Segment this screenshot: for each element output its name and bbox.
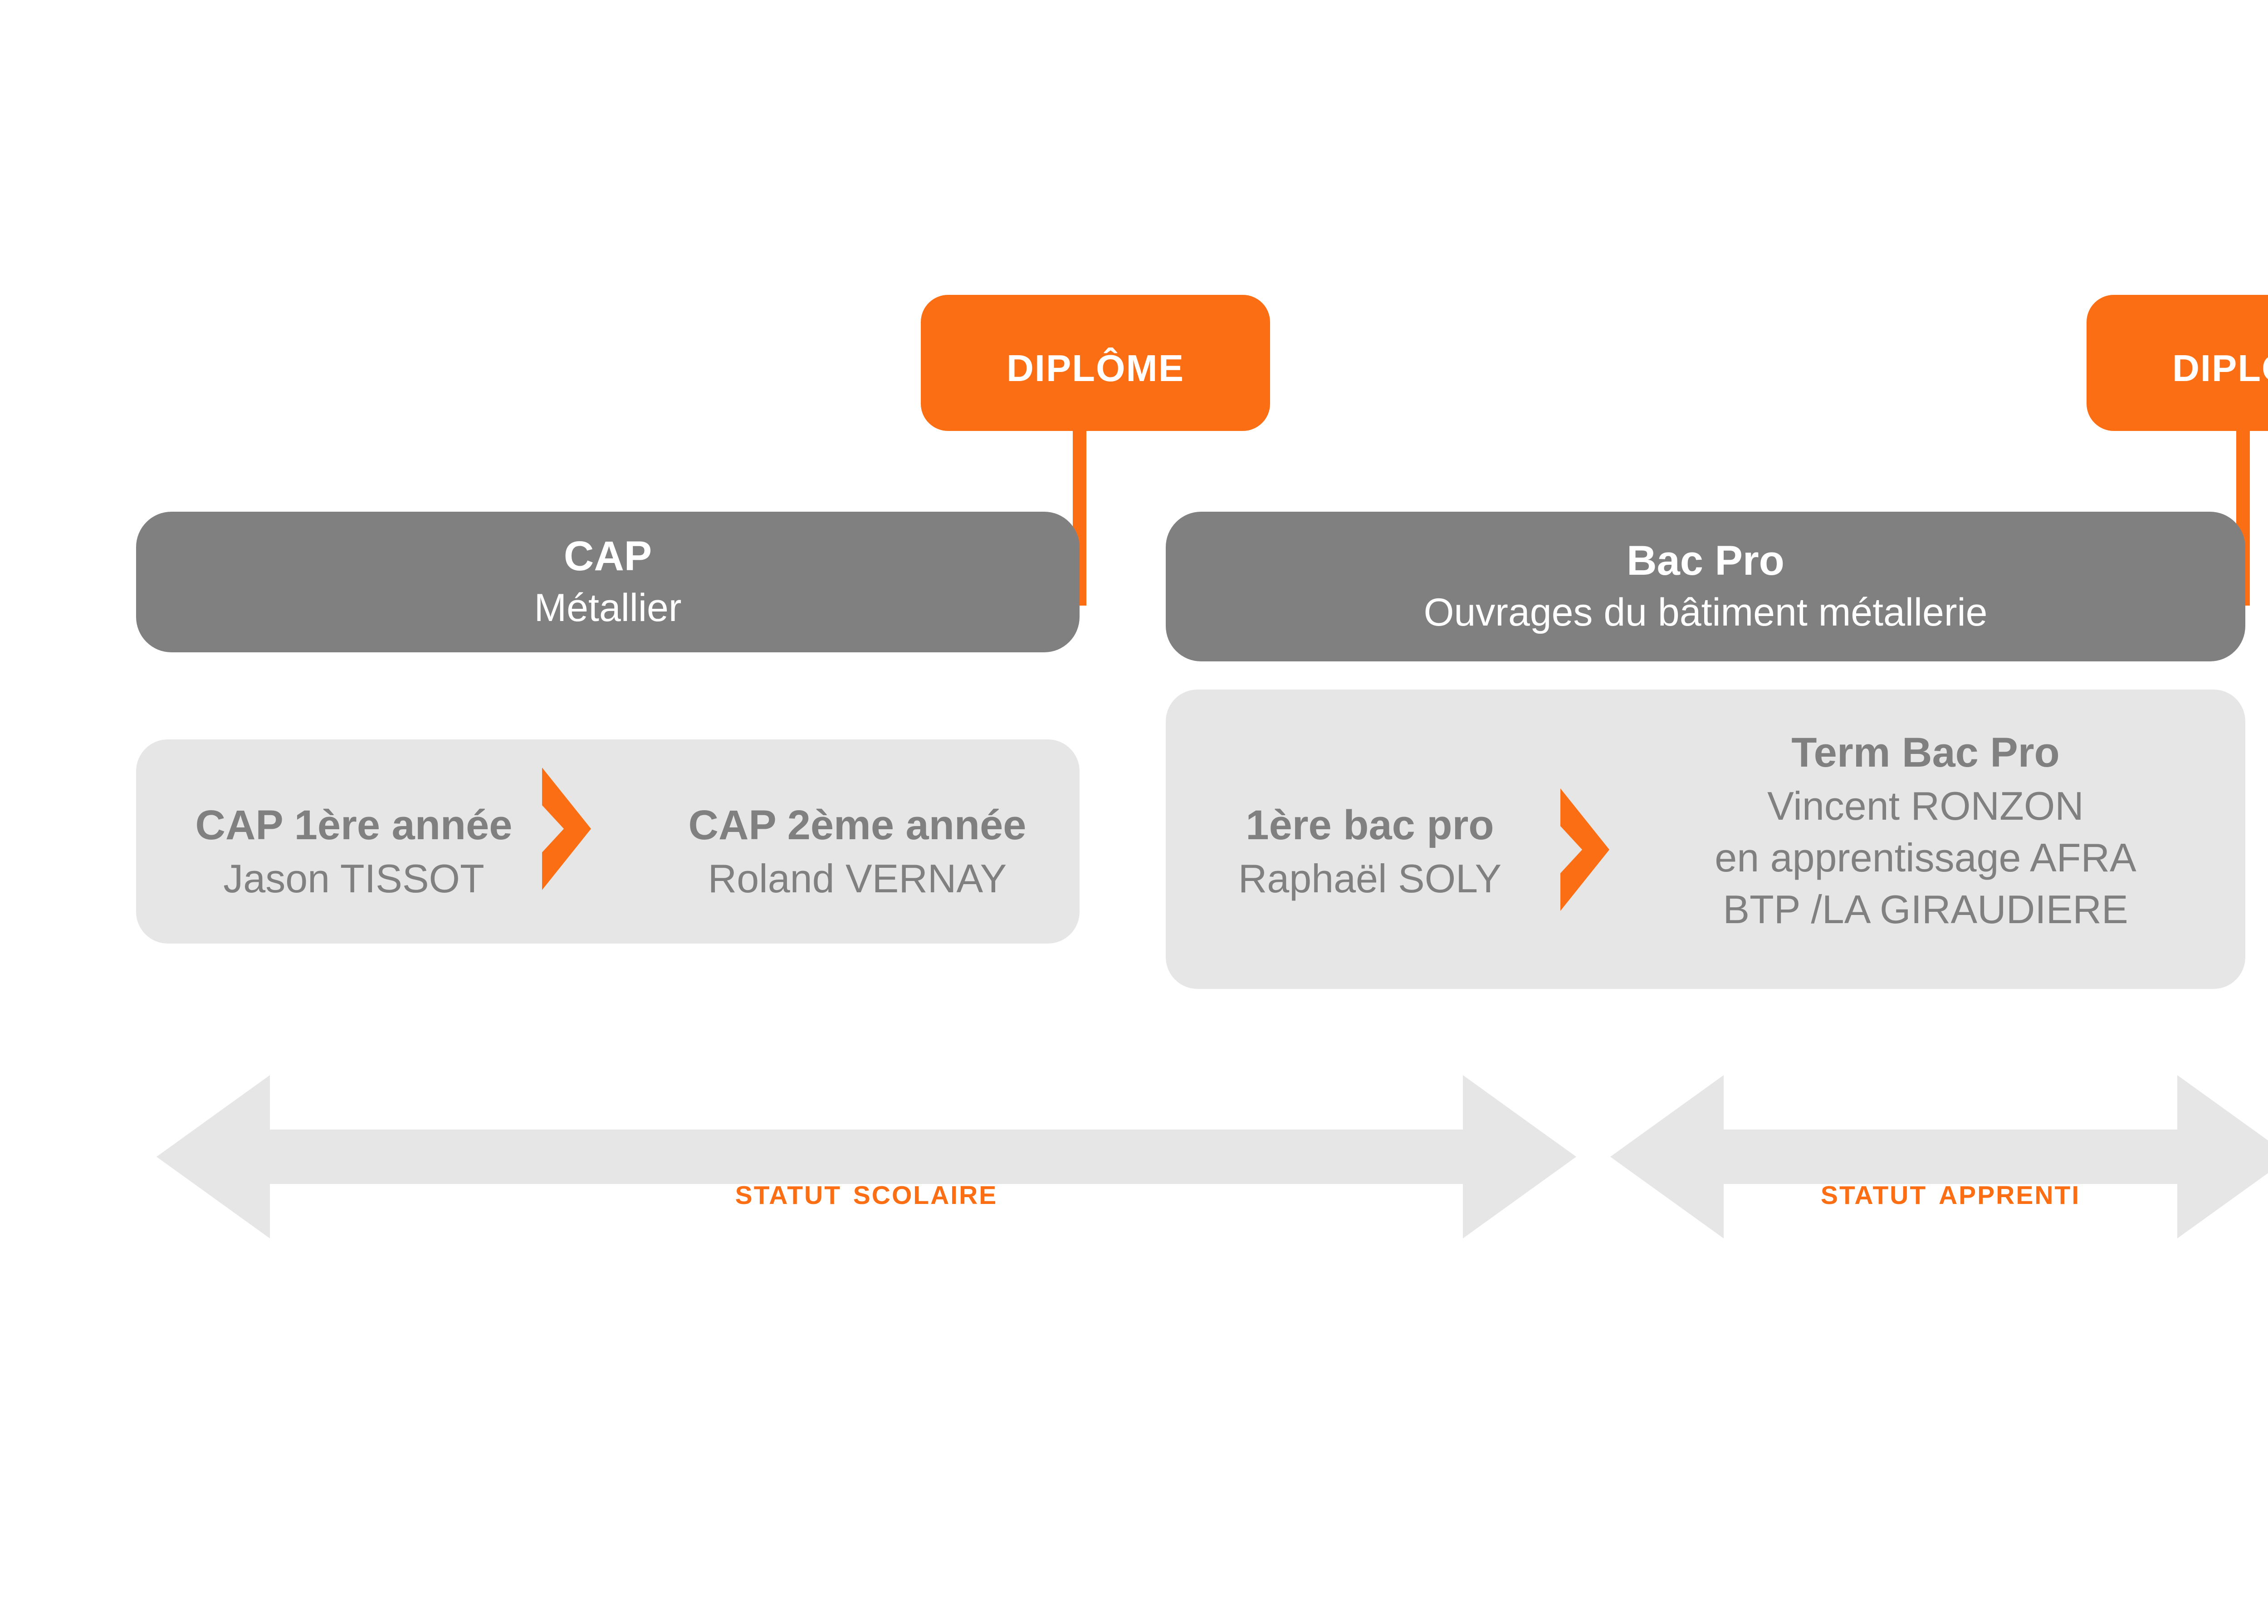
grade-bar-subtitle: Métallier: [534, 586, 682, 630]
chevron-right-icon-cap: [671, 1502, 767, 1624]
cohort-box-cap: CAP 1ère année Jason TISSOT CAP 2ème ann…: [136, 739, 1080, 944]
diploma-badge-cap: Diplôme: [921, 295, 1270, 431]
diploma-badge-label: Diplôme: [1006, 333, 1185, 393]
diploma-badge-bacpro: Diplôme: [2087, 295, 2268, 431]
status-band-label-apprenti: Statut apprenti: [1610, 1170, 2268, 1213]
cohort-cell-head: 1ère bac pro: [1246, 802, 1494, 848]
status-band-label-scolaire: Statut scolaire: [156, 1170, 1576, 1213]
status-label-text: Statut scolaire: [735, 1171, 998, 1212]
cohort-cell-bacpro-year1: 1ère bac pro Raphaël SOLY: [1184, 798, 1556, 905]
grade-bar-bacpro: Bac Pro Ouvrages du bâtiment métallerie: [1166, 512, 2245, 661]
diploma-badge-label: Diplôme: [2172, 333, 2268, 393]
cohort-cell-head: Term Bac Pro: [1791, 729, 2060, 776]
cohort-cell-detail-center: BTP /LA GIRAUDIERE: [1723, 887, 2128, 932]
cohort-cell-student: Jason TISSOT: [223, 856, 484, 901]
cohort-cell-student: Raphaël SOLY: [1238, 856, 1502, 901]
cohort-cell-bacpro-terminale: Term Bac Pro Vincent RONZON en apprentis…: [1624, 726, 2227, 936]
cohort-cell-head: CAP 1ère année: [195, 802, 513, 848]
pathway-diagram: Diplôme CAP Métallier CAP 1ère année Jas…: [136, 295, 2268, 1247]
grade-bar-title: Bac Pro: [1627, 537, 1784, 584]
cohort-cell-detail-apprenticeship: en apprentissage AFRA: [1715, 835, 2136, 880]
chevron-right-icon-cap-progress: [542, 768, 631, 890]
cohort-cell-head: CAP 2ème année: [688, 802, 1026, 848]
grade-bar-title: CAP: [563, 533, 652, 579]
grade-bar-cap: CAP Métallier: [136, 512, 1080, 652]
cohort-cell-student: Roland VERNAY: [708, 856, 1007, 901]
cohort-box-bacpro: 1ère bac pro Raphaël SOLY Term Bac Pro V…: [1166, 690, 2245, 989]
grade-bar-subtitle: Ouvrages du bâtiment métallerie: [1423, 590, 1988, 634]
cohort-cell-cap-year2: CAP 2ème année Roland VERNAY: [649, 798, 1066, 905]
double-arrow-horizontal-icon-scolaire: [156, 1066, 1576, 1247]
cohort-cell-cap-year1: CAP 1ère année Jason TISSOT: [150, 798, 558, 905]
status-label-text: Statut apprenti: [1820, 1171, 2081, 1212]
chevron-right-icon-bacpro-progress: [1560, 788, 1649, 911]
cohort-cell-student: Vincent RONZON: [1767, 783, 2084, 828]
double-arrow-horizontal-icon-apprenti: [1610, 1066, 2268, 1247]
